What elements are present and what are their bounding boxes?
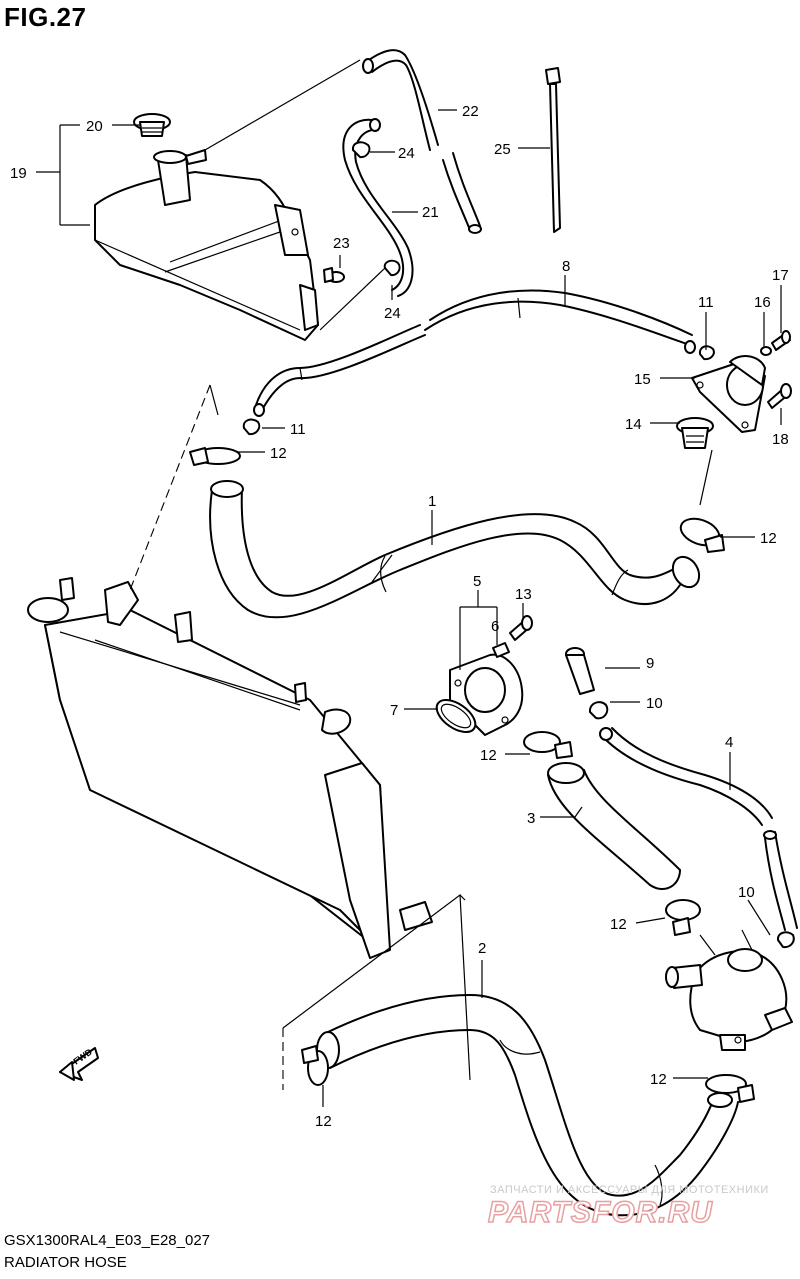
hose-clip-24-upper <box>351 141 371 159</box>
o-ring <box>435 699 477 733</box>
water-bypass-hose <box>599 727 798 931</box>
callout-14: 14 <box>625 416 642 433</box>
washer-16 <box>760 346 772 356</box>
callout-3: 3 <box>527 810 535 827</box>
callout-12-f: 12 <box>315 1113 332 1130</box>
callout-9: 9 <box>646 655 654 672</box>
callout-12-c: 12 <box>480 747 497 764</box>
radiator-outlet-hose <box>316 994 739 1217</box>
bolt-23 <box>323 267 345 283</box>
thermostat-case <box>691 355 766 433</box>
bolt-13 <box>509 615 533 641</box>
callout-10-lower: 10 <box>738 884 755 901</box>
figure-title: FIG.27 <box>4 2 87 32</box>
callout-17: 17 <box>772 267 789 284</box>
callout-15: 15 <box>634 371 651 388</box>
radiator-inlet-hose <box>209 480 701 619</box>
fwd-arrow-icon: FWD <box>59 1046 99 1081</box>
callout-24-lower: 24 <box>384 305 401 322</box>
figure-caption: RADIATOR HOSE <box>4 1254 127 1271</box>
callout-7: 7 <box>390 702 398 719</box>
callout-11-right: 11 <box>698 294 714 311</box>
reservoir-filler-neck <box>153 149 207 206</box>
callout-12-a: 12 <box>270 445 287 462</box>
callout-2: 2 <box>478 940 486 957</box>
callout-20: 20 <box>86 118 103 135</box>
callout-8: 8 <box>562 258 570 275</box>
callout-19: 19 <box>10 165 27 182</box>
callout-1: 1 <box>428 493 436 510</box>
overflow-hose <box>342 118 414 297</box>
reservoir-tank <box>94 171 319 341</box>
model-code: GSX1300RAL4_E03_E28_027 <box>4 1232 211 1249</box>
leader-lines <box>36 109 782 1107</box>
hose-clip-10-upper <box>588 701 609 720</box>
hose-clamp-12-lower-right <box>705 1074 755 1108</box>
hose-clamp-12-upper-left <box>189 447 241 466</box>
callout-13: 13 <box>515 586 532 603</box>
watermark-tagline: ЗАПЧАСТИ И АКСЕССУАРЫ ДЛЯ МОТОТЕХНИКИ <box>490 1184 769 1196</box>
hose-clamp-12-middle <box>523 731 573 759</box>
hose-clip-10-lower <box>776 931 795 949</box>
breather-hose <box>362 49 482 234</box>
hose-clip-24-lower <box>383 259 401 277</box>
callout-25: 25 <box>494 141 511 158</box>
cable-tie <box>545 67 561 233</box>
callout-21: 21 <box>422 204 439 221</box>
callout-12-b: 12 <box>760 530 777 547</box>
callout-12-e: 12 <box>650 1071 667 1088</box>
hose-clamp-12-pump-upper <box>665 899 701 936</box>
callout-4: 4 <box>725 734 733 751</box>
callout-6: 6 <box>491 618 499 635</box>
reservoir-cap <box>133 113 171 137</box>
water-pump <box>665 948 793 1051</box>
hose-clamp-12-upper-right <box>679 517 725 553</box>
air-bleed-bolt-17 <box>771 330 791 351</box>
callout-11-left: 11 <box>290 421 306 438</box>
watermark-logo: PARTSFOR.RU <box>487 1195 713 1230</box>
air-bleed-bolt-6 <box>492 642 510 658</box>
hose-clip-11-left <box>242 418 261 436</box>
thermostat <box>676 417 714 449</box>
callout-24-upper: 24 <box>398 145 415 162</box>
callout-16: 16 <box>754 294 771 311</box>
thermostat-case-hose <box>547 762 681 890</box>
callout-labels: 19 20 22 25 24 21 23 24 8 17 16 11 15 14… <box>10 103 789 1130</box>
callout-22: 22 <box>462 103 479 120</box>
hose-clip-11-right <box>698 345 715 361</box>
hose-union <box>565 647 595 695</box>
bolt-18 <box>767 383 792 409</box>
callout-5: 5 <box>473 573 481 590</box>
reservoir-inlet-hose <box>253 289 696 417</box>
callout-10-upper: 10 <box>646 695 663 712</box>
callout-23: 23 <box>333 235 350 252</box>
hose-clamp-12-lower-left <box>301 1045 329 1086</box>
radiator <box>27 577 433 959</box>
callout-12-d: 12 <box>610 916 627 933</box>
callout-18: 18 <box>772 431 789 448</box>
